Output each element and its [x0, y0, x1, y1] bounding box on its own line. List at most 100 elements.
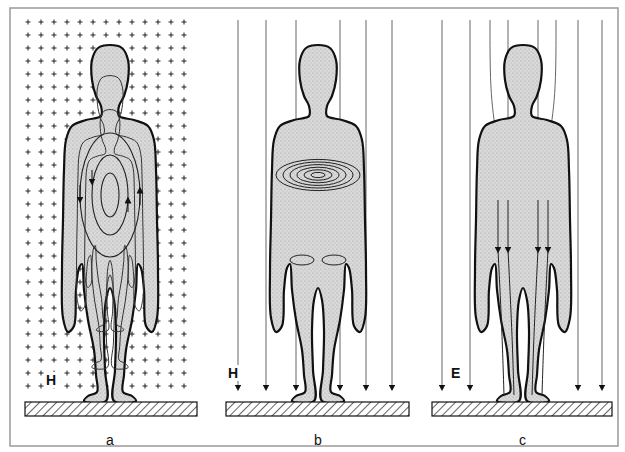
current-loop — [85, 110, 136, 332]
field-cross — [78, 33, 83, 38]
field-cross — [52, 163, 57, 168]
current-loop — [101, 173, 119, 217]
field-cross — [52, 33, 57, 38]
field-cross — [39, 358, 44, 363]
field-cross — [143, 384, 148, 389]
field-cross — [26, 215, 31, 220]
field-cross — [182, 293, 187, 298]
field-cross — [130, 98, 135, 103]
field-cross — [52, 137, 57, 142]
field-cross — [39, 137, 44, 142]
current-arrow — [128, 200, 129, 212]
current-line — [498, 250, 504, 395]
current-arrow — [80, 185, 81, 200]
field-cross — [182, 215, 187, 220]
field-cross — [143, 46, 148, 51]
current-loop — [290, 255, 314, 265]
current-loop — [80, 133, 140, 257]
field-cross — [156, 98, 161, 103]
field-line — [392, 20, 393, 388]
human-body — [62, 45, 159, 403]
field-cross — [182, 176, 187, 181]
field-cross — [39, 267, 44, 272]
field-cross — [182, 59, 187, 64]
field-cross — [39, 20, 44, 25]
field-cross — [182, 111, 187, 116]
field-cross — [26, 111, 31, 116]
current-loop — [311, 172, 325, 177]
field-cross — [39, 124, 44, 129]
field-cross — [156, 33, 161, 38]
field-cross — [39, 163, 44, 168]
field-cross — [39, 215, 44, 220]
field-cross — [156, 46, 161, 51]
field-cross — [65, 33, 70, 38]
field-cross — [156, 59, 161, 64]
field-cross — [26, 59, 31, 64]
field-cross — [169, 98, 174, 103]
field-cross — [52, 46, 57, 51]
field-cross — [52, 358, 57, 363]
field-cross — [182, 98, 187, 103]
field-cross — [52, 215, 57, 220]
field-cross — [65, 111, 70, 116]
field-symbol: H — [44, 372, 58, 388]
field-cross — [91, 111, 96, 116]
field-cross — [26, 384, 31, 389]
field-cross — [156, 332, 161, 337]
field-cross — [104, 33, 109, 38]
field-cross — [169, 202, 174, 207]
field-cross — [26, 189, 31, 194]
field-cross — [130, 345, 135, 350]
field-cross — [143, 345, 148, 350]
field-cross — [65, 371, 70, 376]
field-cross — [130, 33, 135, 38]
field-cross — [26, 319, 31, 324]
field-cross — [182, 124, 187, 129]
field-cross — [39, 59, 44, 64]
current-line — [538, 200, 539, 250]
field-cross — [169, 358, 174, 363]
field-line — [578, 20, 579, 388]
field-cross — [52, 280, 57, 285]
field-cross — [26, 358, 31, 363]
field-cross — [169, 72, 174, 77]
field-cross — [26, 241, 31, 246]
ground-plate — [226, 402, 409, 416]
field-cross — [78, 46, 83, 51]
current-loop — [283, 162, 353, 188]
field-line — [602, 20, 603, 388]
field-cross — [65, 124, 70, 129]
field-cross — [130, 358, 135, 363]
current-line — [508, 200, 509, 250]
field-cross — [143, 98, 148, 103]
field-cross — [52, 85, 57, 90]
panel-letter: a — [104, 432, 116, 448]
field-cross — [52, 189, 57, 194]
field-cross — [169, 111, 174, 116]
field-cross — [169, 176, 174, 181]
field-cross — [130, 72, 135, 77]
field-cross — [156, 345, 161, 350]
field-cross — [169, 163, 174, 168]
field-cross — [156, 137, 161, 142]
field-cross — [182, 319, 187, 324]
field-cross — [26, 176, 31, 181]
current-loop — [92, 155, 128, 235]
current-loop — [76, 76, 143, 370]
field-cross — [182, 306, 187, 311]
field-cross — [26, 98, 31, 103]
field-line — [470, 20, 471, 388]
field-cross — [26, 46, 31, 51]
field-cross — [117, 20, 122, 25]
field-cross — [182, 371, 187, 376]
field-cross — [26, 345, 31, 350]
field-cross — [52, 20, 57, 25]
field-cross — [65, 20, 70, 25]
field-cross — [143, 20, 148, 25]
field-cross — [169, 280, 174, 285]
field-cross — [65, 358, 70, 363]
field-cross — [182, 228, 187, 233]
field-line — [442, 20, 443, 388]
field-cross — [39, 72, 44, 77]
